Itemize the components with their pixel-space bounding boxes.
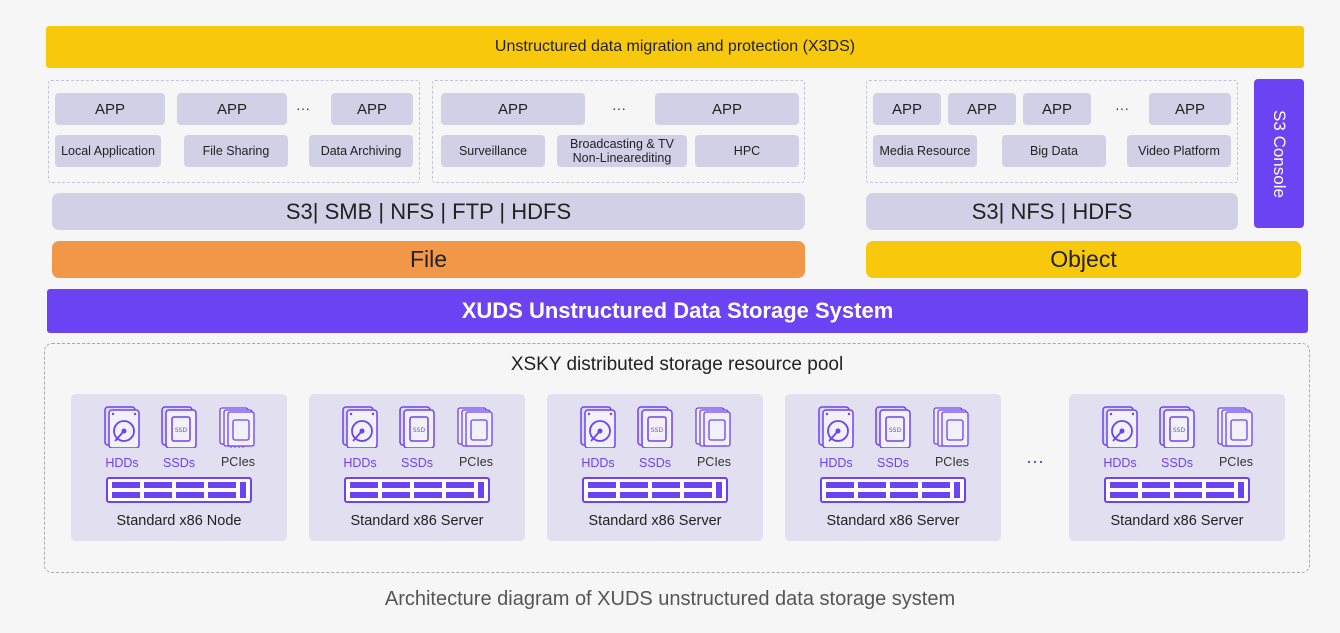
server-node: SSD HDDs SSDs PCIes Standard x86 Server [1069,394,1285,541]
server-rack-icon [344,477,490,503]
resource-pool-title: XSKY distributed storage resource pool [510,354,844,375]
pcie-icon [933,407,969,447]
app-group-file-right [432,80,805,183]
app-label-video-platform: Video Platform [1127,135,1231,167]
ssd-icon: SSD [399,406,435,448]
node-title: Standard x86 Server [826,513,960,529]
app-label-media-resource: Media Resource [873,135,977,167]
s3-console: S3 Console [1254,79,1304,228]
pcie-icon [695,407,731,447]
app-box: APP [655,93,799,125]
server-node: SSD HDDs SSDs PCIes Standard x86 Server [309,394,525,541]
pcie-label: PCIes [934,455,970,469]
app-label-data-archiving: Data Archiving [309,135,413,167]
xuds-system-bar: XUDS Unstructured Data Storage System [47,289,1308,333]
node-title: Standard x86 Server [350,513,484,529]
pcie-icon [219,407,255,448]
server-rack-icon [582,477,728,503]
pcie-label: PCIes [458,455,494,469]
file-category: File [52,241,805,278]
ssd-icon: SSD [875,406,911,448]
ssd-icon: SSD [637,406,673,448]
ssd-icon: SSD [161,406,197,448]
app-box: APP [441,93,585,125]
pcie-icon [1217,407,1253,447]
node-title: Standard x86 Server [588,513,722,529]
x3ds-banner: Unstructured data migration and protecti… [46,26,1304,68]
ellipsis: ··· [612,100,626,116]
s3-console-label: S3 Console [1270,109,1290,198]
app-label-hpc: HPC [695,135,799,167]
app-label-broadcasting: Broadcasting & TV Non-Linearediting [557,135,687,167]
diagram-caption: Architecture diagram of XUDS unstructure… [384,588,956,610]
hdd-icon [580,406,616,448]
app-box: APP [1149,93,1231,125]
app-label-local-application: Local Application [55,135,161,167]
server-node: SSD HDDs SSDs PCIes Standard x86 Server [785,394,1001,541]
ssd-label: SSDs [639,456,671,470]
app-box: APP [948,93,1016,125]
ssd-label: SSDs [163,456,195,470]
hdd-label: HDDs [1103,456,1137,470]
app-label-file-sharing: File Sharing [184,135,288,167]
ssd-label: SSDs [401,456,433,470]
svg-text:SSD: SSD [175,427,188,434]
object-category: Object [866,241,1301,278]
hdd-label: HDDs [819,456,853,470]
app-box: APP [331,93,413,125]
app-group-object [866,80,1238,183]
ssd-label: SSDs [877,456,909,470]
hdd-label: HDDs [105,456,139,470]
pcie-label: PCIes [220,455,256,469]
file-protocols: S3| SMB | NFS | FTP | HDFS [52,193,805,230]
hdd-label: HDDs [581,456,615,470]
app-box: APP [1023,93,1091,125]
app-label-surveillance: Surveillance [441,135,545,167]
svg-text:SSD: SSD [651,427,664,434]
hdd-icon [1102,406,1138,448]
app-box: APP [55,93,165,125]
svg-text:SSD: SSD [413,427,426,434]
hdd-icon [342,406,378,448]
ssd-icon: SSD [1159,406,1195,448]
server-rack-icon [106,477,252,503]
pcie-icon [457,407,493,447]
hdd-icon [818,406,854,448]
server-rack-icon [1104,477,1250,503]
pcie-label: PCIes [696,455,732,469]
server-node: SSD HDDs SSDs PCIes Standard x86 Server [547,394,763,541]
ssd-label: SSDs [1161,456,1193,470]
svg-text:SSD: SSD [889,427,902,434]
app-box: APP [873,93,941,125]
server-rack-icon [820,477,966,503]
svg-text:SSD: SSD [1173,427,1186,434]
object-protocols: S3| NFS | HDFS [866,193,1238,230]
node-title: Standard x86 Node [116,513,242,529]
pool-ellipsis: ··· [1026,451,1044,471]
ellipsis: ··· [296,100,310,116]
ellipsis: ··· [1115,100,1129,116]
node-title: Standard x86 Server [1110,513,1244,529]
hdd-label: HDDs [343,456,377,470]
resource-pool [44,343,1310,573]
app-group-file-left [48,80,420,183]
app-box: APP [177,93,287,125]
hdd-icon [104,406,140,448]
pcie-label: PCIes [1218,455,1254,469]
app-label-big-data: Big Data [1002,135,1106,167]
server-node: SSD HDDs SSDs PCIes Standard x86 Node [71,394,287,541]
